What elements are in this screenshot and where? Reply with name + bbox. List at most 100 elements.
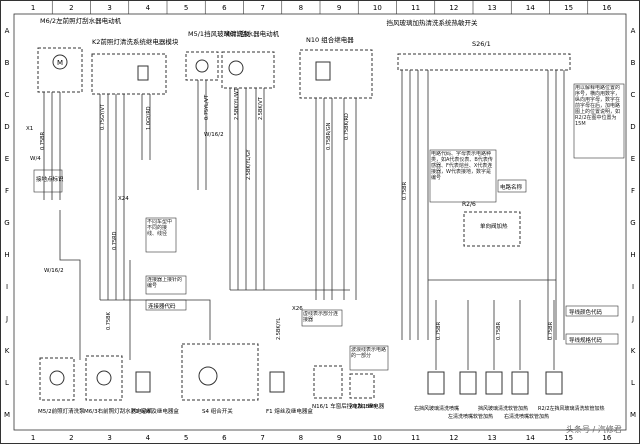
n10-box — [299, 49, 373, 99]
k17-box — [349, 373, 375, 399]
legend-note-box — [429, 149, 497, 203]
row-label: L — [5, 379, 9, 387]
wire-label: 0.75BR/GN — [326, 122, 332, 150]
column-label: 15 — [564, 4, 573, 12]
m5-1-box — [185, 51, 219, 81]
row-label: K — [5, 347, 10, 355]
n10-relay-icon — [315, 61, 331, 81]
wavy-line-note: 波浪线表示电路的一部分 — [351, 347, 387, 359]
wire-gauge-code: 导线规格代码 — [569, 336, 603, 344]
column-label: 11 — [411, 434, 420, 442]
m6-3-box — [85, 355, 123, 401]
k2-box — [91, 53, 167, 95]
column-label: 14 — [526, 4, 535, 12]
row-label: B — [5, 59, 10, 67]
row-label: A — [5, 27, 10, 35]
diff-wire-box — [145, 217, 177, 253]
row-label: I — [6, 283, 8, 291]
connector-label: X1 — [26, 126, 33, 132]
row-label: J — [631, 315, 634, 323]
r2-4-label: 右清洗喷嘴软管加热 — [504, 413, 549, 420]
wire-label: 0.75RD — [112, 231, 118, 250]
wire-label: 1.0GY/RD — [146, 106, 152, 130]
wires — [43, 70, 565, 370]
wire-label: 0.75BK/RD — [344, 113, 350, 140]
row-label: A — [631, 27, 636, 35]
s4-switch-icon — [198, 366, 218, 386]
column-label: 8 — [299, 434, 303, 442]
wire-gauge-box — [565, 333, 619, 345]
circuit-name-box — [497, 179, 527, 193]
r2-6-top-label: R2/6 — [462, 201, 476, 208]
row-label: C — [5, 91, 10, 99]
m5-2-label: M5/2前照灯清洗泵 — [38, 407, 85, 415]
ground-note: 接地点标识 — [36, 175, 64, 183]
dash-line-box — [301, 309, 343, 327]
watermark: 头条号 / 汽修君 — [566, 424, 622, 434]
wire-label: 2.5BK/YL — [276, 318, 282, 340]
right-note-fo: 用以解释电路位置的序号，横向用数字，纵向用字母，数字在前字母在后，加电路图上的位… — [575, 85, 620, 127]
column-label: 16 — [602, 434, 611, 442]
row-label: H — [4, 251, 9, 259]
f1-left-fuse — [135, 371, 151, 393]
column-label: 6 — [222, 434, 227, 442]
row-label: J — [5, 315, 8, 323]
m5-2-box — [39, 357, 75, 401]
wire-label: 0.75BR — [496, 321, 502, 340]
r2-6-box — [463, 211, 521, 247]
column-label: 9 — [337, 434, 341, 442]
relay-coil-icon — [137, 65, 149, 81]
column-label: 11 — [411, 4, 420, 12]
diff-wire-fo: 不同车型中不同的接线、线径 — [147, 219, 173, 237]
s4-label: S4 组合开关 — [202, 407, 233, 415]
m5-2-pump-icon — [49, 370, 65, 386]
motor-icon — [52, 54, 68, 70]
k17-label: K17/1 继电器 — [350, 402, 385, 410]
legend-note-fo: 电路代码、字母表示电路种类，如A代表仪表、B代表传感器、F代表熔丝、X代表连接器… — [431, 151, 493, 181]
row-label: L — [631, 379, 635, 387]
row-label: D — [4, 123, 9, 131]
connector-code: 连接器代码 — [148, 302, 176, 310]
diff-wire-note: 不同车型中不同的接线、线径 — [147, 219, 173, 237]
wire-label: 0.75BR — [436, 321, 442, 340]
row-label: B — [631, 59, 636, 67]
f1-mid-fuse — [269, 371, 285, 393]
wire-label: 0.75BK — [106, 311, 112, 330]
k2-label: K2前照灯清洗系统继电器模块 — [92, 37, 179, 46]
row-label: M — [4, 411, 10, 419]
row-label: F — [631, 187, 635, 195]
column-label: 3 — [107, 4, 111, 12]
dash-line-fo: 虚线表示部分连接器 — [303, 311, 339, 323]
valve-label: 单向阀加热 — [480, 222, 508, 230]
column-label: 7 — [260, 434, 264, 442]
connector-label: W/16/2 — [204, 132, 224, 138]
wire-color-code: 导线颜色代码 — [569, 308, 603, 316]
wire-label: 0.75BR — [40, 131, 46, 150]
dash-line-note: 虚线表示部分连接器 — [303, 311, 339, 323]
connector-label: W/16/2 — [44, 268, 64, 274]
wire-label: 0.75BR — [548, 321, 554, 340]
r2-2-label: R2/2左挡风玻璃清洗软管加热 — [538, 405, 605, 412]
wire-label: 2.5BK/YL/GY — [246, 149, 252, 180]
wiper-motor-icon — [228, 60, 244, 76]
wire-label: 2.5BK/YL/WT — [234, 87, 240, 120]
column-label: 1 — [31, 434, 35, 442]
column-label: 13 — [488, 434, 497, 442]
s4-box — [181, 343, 259, 401]
row-label: H — [630, 251, 635, 259]
wavy-line-box — [349, 345, 389, 371]
r2-5-label: 左清洗喷嘴软管加热 — [448, 413, 493, 420]
motor-letter: M — [57, 59, 63, 67]
r2-6-label: 挡风玻璃清洗软管加热 — [478, 405, 528, 412]
row-label: M — [630, 411, 636, 419]
column-label: 3 — [107, 434, 111, 442]
column-label: 6 — [222, 4, 227, 12]
column-labels: 1122334455667788991010111112121313141415… — [31, 0, 612, 442]
connector-label: X26 — [292, 306, 303, 312]
